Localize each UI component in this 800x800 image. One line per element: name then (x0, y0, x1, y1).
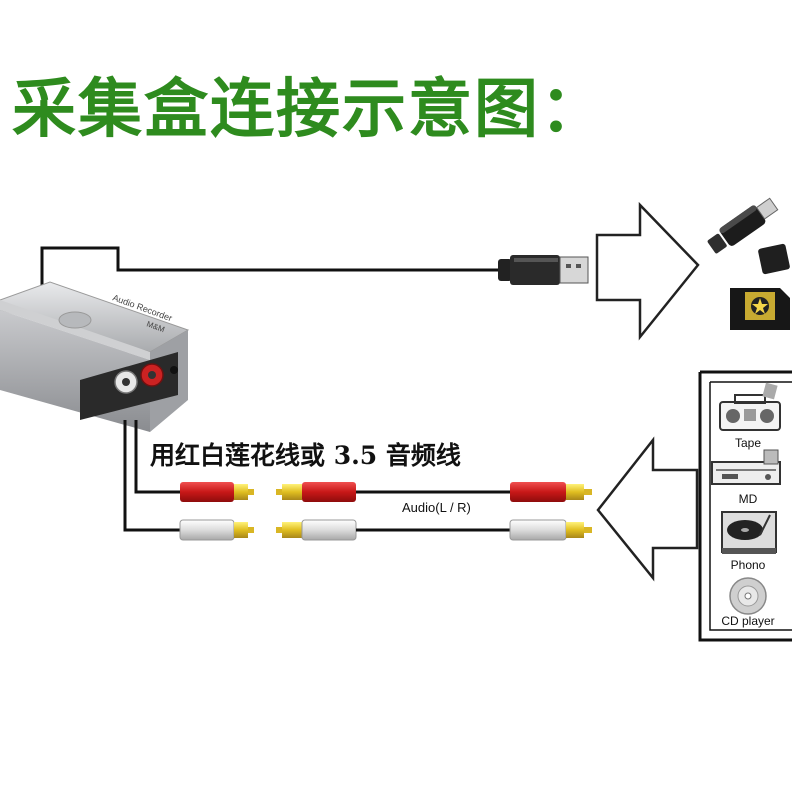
cassette-recorder-icon (719, 382, 781, 431)
usb-cable (40, 246, 500, 285)
audio-cable-from-box (123, 420, 160, 532)
md-player-icon (711, 449, 781, 485)
usb-plug-icon (498, 255, 589, 285)
diagram-title: 采集盒连接示意图： (12, 73, 606, 147)
arrow-right-icon (595, 201, 700, 341)
cd-player-icon (729, 577, 767, 615)
usb-flash-drive-icon (707, 197, 790, 275)
cable-type-label: 用红白莲花线或 3.5 音频线 (150, 441, 461, 470)
white-rca-jack (114, 370, 138, 394)
source-label-tape: Tape (734, 436, 762, 450)
red-rca-jack (140, 363, 164, 387)
arrow-left-icon (596, 436, 699, 582)
source-devices-panel (698, 370, 792, 642)
red-rca-plug-right (510, 482, 592, 502)
turntable-icon (721, 511, 777, 554)
white-rca-plug-right (509, 519, 592, 541)
red-rca-plug-mid (276, 482, 356, 502)
source-label-cd-player: CD player (721, 614, 775, 628)
white-rca-plug-mid (276, 519, 357, 541)
white-rca-cable (160, 519, 592, 541)
red-rca-cable (160, 482, 592, 502)
red-rca-plug-left (180, 482, 254, 502)
source-label-phono: Phono (730, 558, 766, 572)
sd-card-icon (730, 288, 790, 330)
source-label-md: MD (738, 492, 758, 506)
white-rca-plug-left (179, 519, 254, 541)
audio-capture-box: Audio Recorder M&M (0, 281, 190, 432)
audio-lr-label: Audio(L / R) (402, 500, 471, 515)
